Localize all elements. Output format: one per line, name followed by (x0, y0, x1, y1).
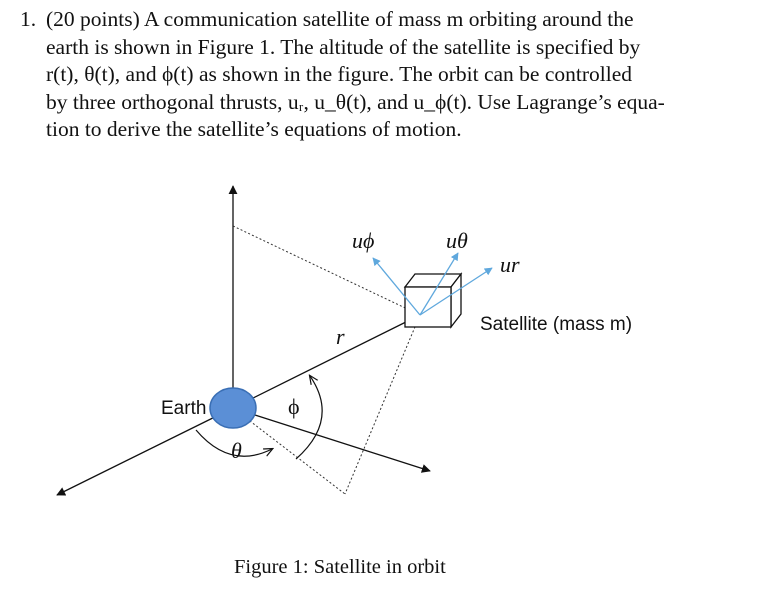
problem-line-2: earth is shown in Figure 1. The altitude… (46, 34, 641, 59)
dotted-top-line (232, 225, 421, 316)
satellite-cube (403, 272, 463, 329)
problem-line-1: (20 points) A communication satellite of… (46, 7, 634, 31)
problem-number: 1. (20, 7, 37, 31)
r-vector (232, 314, 421, 409)
x-axis (56, 407, 234, 496)
u-phi-label: uϕ (352, 228, 374, 253)
figure-caption: Figure 1: Satellite in orbit (234, 556, 446, 578)
problem-line-5: tion to derive the satellite’s equations… (46, 117, 462, 142)
u-r-arrow (419, 267, 493, 316)
phi-label: ϕ (288, 394, 300, 419)
earth-sphere (209, 387, 257, 429)
satellite-label: Satellite (mass m) (480, 314, 632, 335)
problem-line-3: r(t), θ(t), and ϕ(t) as shown in the fig… (46, 62, 633, 87)
theta-label: θ (231, 438, 242, 463)
theta-angle-arc (195, 429, 272, 457)
u-phi-arrow (372, 257, 421, 316)
u-theta-arrow (419, 252, 459, 316)
u-r-label: ur (500, 252, 520, 277)
phi-angle-arc (295, 376, 323, 460)
earth-label: Earth (161, 398, 206, 419)
r-label: r (336, 324, 345, 349)
dotted-base-line (232, 407, 346, 495)
u-theta-label: uθ (446, 228, 468, 253)
y-axis (232, 407, 431, 473)
problem-line-4: by three orthogonal thrusts, uᵣ, u_θ(t),… (46, 89, 665, 114)
dotted-projection-line (344, 314, 421, 495)
